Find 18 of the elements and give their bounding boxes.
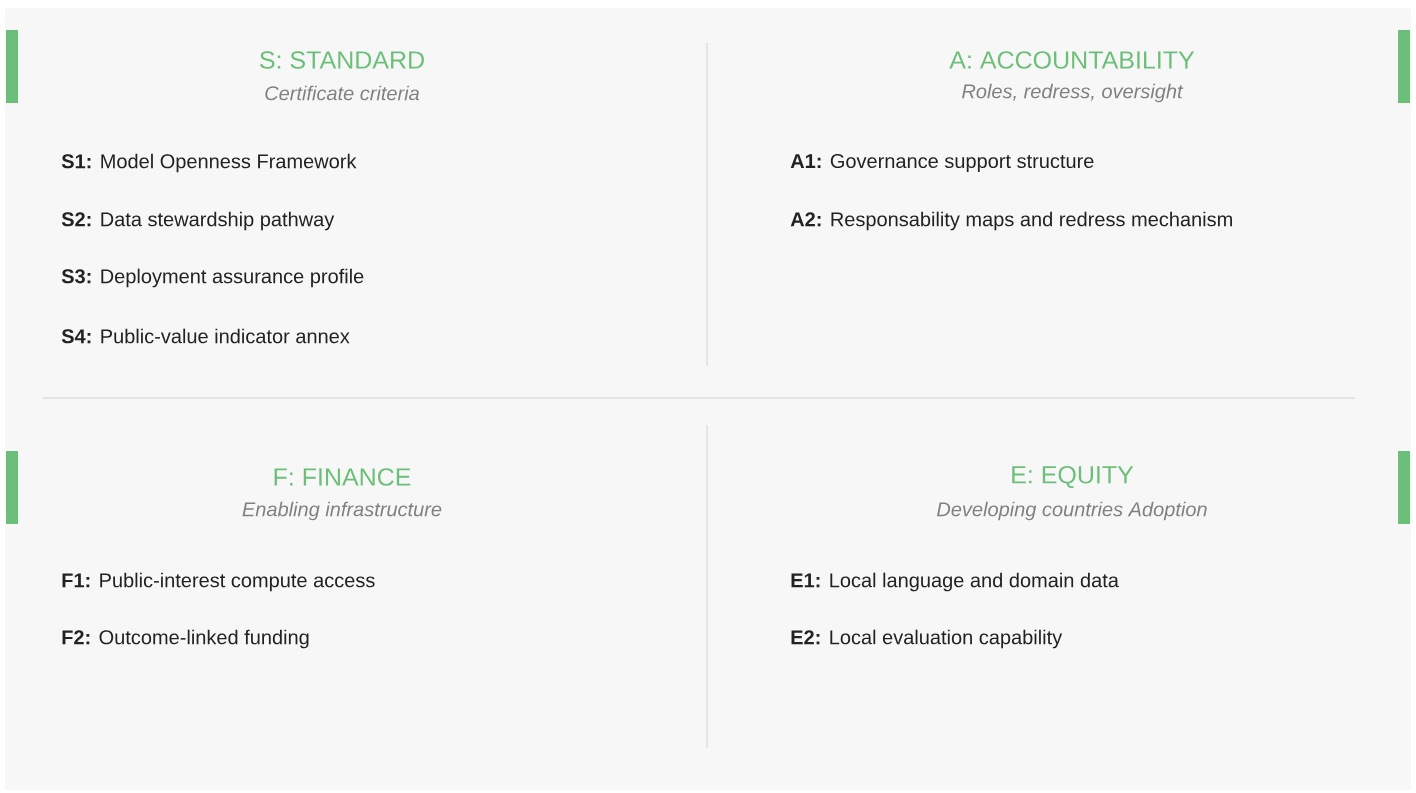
list-item: A2: Responsability maps and redress mechanism <box>790 211 1232 231</box>
list-item: S2: Data stewardship pathway <box>61 211 335 231</box>
list-item: F1: Public-interest compute access <box>62 572 375 592</box>
list-item: A1: Governance support structure <box>790 153 1094 173</box>
section-subtitle: Developing countries Adoption <box>937 501 1207 521</box>
list-item: S3: Deployment assurance profile <box>61 268 364 288</box>
section-subtitle: Certificate criteria <box>265 85 420 101</box>
section-subtitle: Roles, redress, oversight <box>962 83 1184 103</box>
list-item: E1: Local language and domain data <box>791 572 1119 592</box>
section-heading: F: FINANCE <box>274 468 411 486</box>
section-subtitle: Enabling infrastructure <box>242 501 442 521</box>
section-heading: E: EQUITY <box>1012 465 1134 489</box>
list-item: F2: Outcome-linked funding <box>62 629 309 649</box>
section-heading: A: ACCOUNTABILITY <box>949 51 1195 69</box>
list-item: S4: Public-value indicator annex <box>61 328 350 344</box>
section-heading: S: STANDARD <box>260 51 424 69</box>
list-item: E2: Local evaluation capability <box>791 629 1063 649</box>
list-item: S1: Model Openness Framework <box>61 153 357 173</box>
